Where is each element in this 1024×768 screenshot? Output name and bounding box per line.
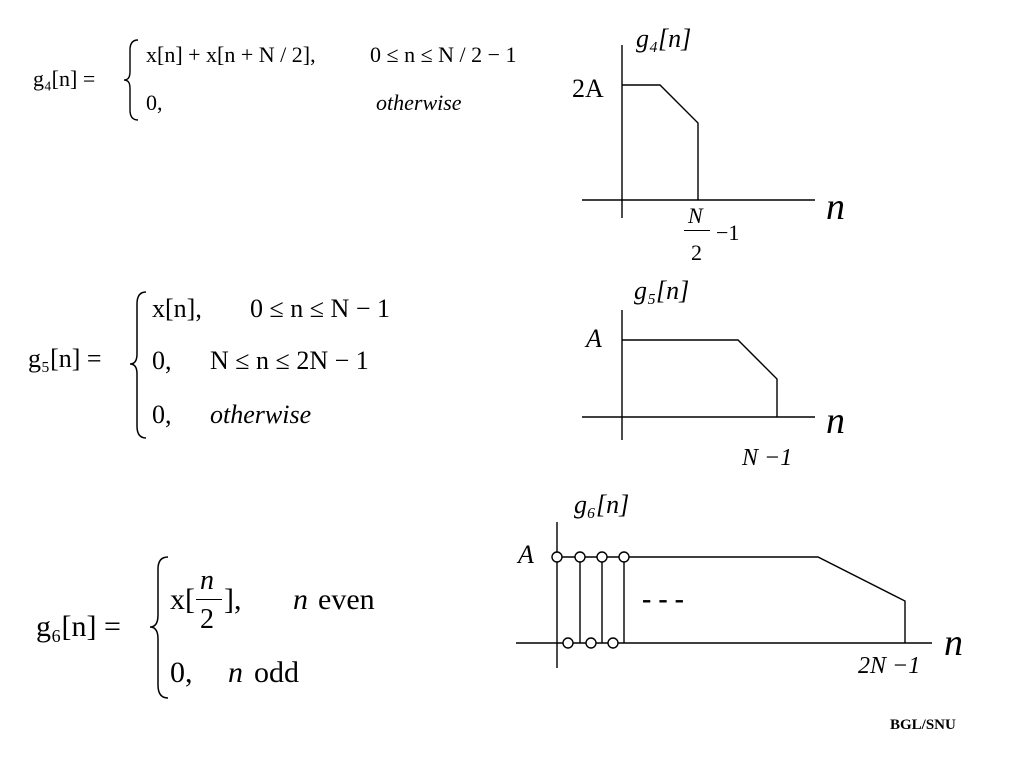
g4-case1-cond: 0 ≤ n ≤ N / 2 − 1 [370,42,517,67]
g5-case2-expr: 0, [152,346,172,375]
g6-case1-x: x[ [170,583,195,616]
footer-label: BGL/SNU [890,717,956,733]
g6-case1-cond-word: even [318,583,375,616]
g6-case1-denominator: 2 [200,604,214,635]
g6-sample-top-3 [618,551,630,563]
g6-brace [148,555,172,700]
g6-x-label: n [944,622,963,664]
g4-case2-cond: otherwise [376,90,462,115]
g6-case1-numerator: n [200,565,214,596]
g5-lhs: g₅[n] = [28,344,102,373]
g4-plot-title: g₄[n] [636,24,692,53]
g4-x-label: n [826,186,845,228]
g6-case1-cond-var: n [293,583,308,616]
g6-plot-title: g₆[n] [574,490,630,519]
g5-x-label: n [826,400,845,442]
g5-case1-expr: x[n], [152,294,202,323]
g5-plot-title: g₅[n] [634,276,690,305]
g4-tick-fraction-bar [684,230,710,231]
g6-case2-cond-word: odd [254,656,299,689]
g4-tick-denominator: 2 [691,240,702,265]
g6-fraction-bar [196,599,222,600]
g6-envelope [557,556,906,643]
g6-case2-cond-var: n [228,656,243,689]
g5-y-label: A [586,324,602,353]
g4-brace [122,38,142,122]
g5-brace [128,290,150,440]
g4-case2-expr: 0, [146,90,163,115]
g6-sample-bottom-3 [607,637,619,649]
g5-case3-expr: 0, [152,400,172,429]
plot-g5-lines [582,310,815,440]
g4-lhs: g₄[n] = [33,66,96,91]
g5-case2-cond: N ≤ n ≤ 2N − 1 [210,346,369,375]
g6-sample-top-0 [551,551,563,563]
g6-case1-close: ], [224,583,242,616]
g5-case3-cond: otherwise [210,400,312,429]
g4-case1-expr: x[n] + x[n + N / 2], [146,42,316,67]
g4-y-label: 2A [572,74,604,103]
g5-curve [622,339,778,417]
plot-g4-lines [582,45,815,218]
g6-sample-bottom-1 [562,637,574,649]
plot-g6-lines [516,522,932,668]
g6-ellipsis: - - - [642,584,684,615]
g6-case2-expr: 0, [170,656,193,689]
g5-tick: N −1 [742,445,793,471]
g4-tick-suffix: −1 [716,220,740,245]
g6-sample-top-1 [574,551,586,563]
g6-sample-bottom-2 [585,637,597,649]
g6-lhs: g₆[n] = [36,610,121,643]
g4-tick-numerator: N [688,203,703,228]
g6-y-label: A [518,540,534,569]
g5-case1-cond: 0 ≤ n ≤ N − 1 [250,294,390,323]
g6-tick: 2N −1 [858,653,921,679]
g6-sample-top-2 [596,551,608,563]
g4-curve [622,84,699,200]
